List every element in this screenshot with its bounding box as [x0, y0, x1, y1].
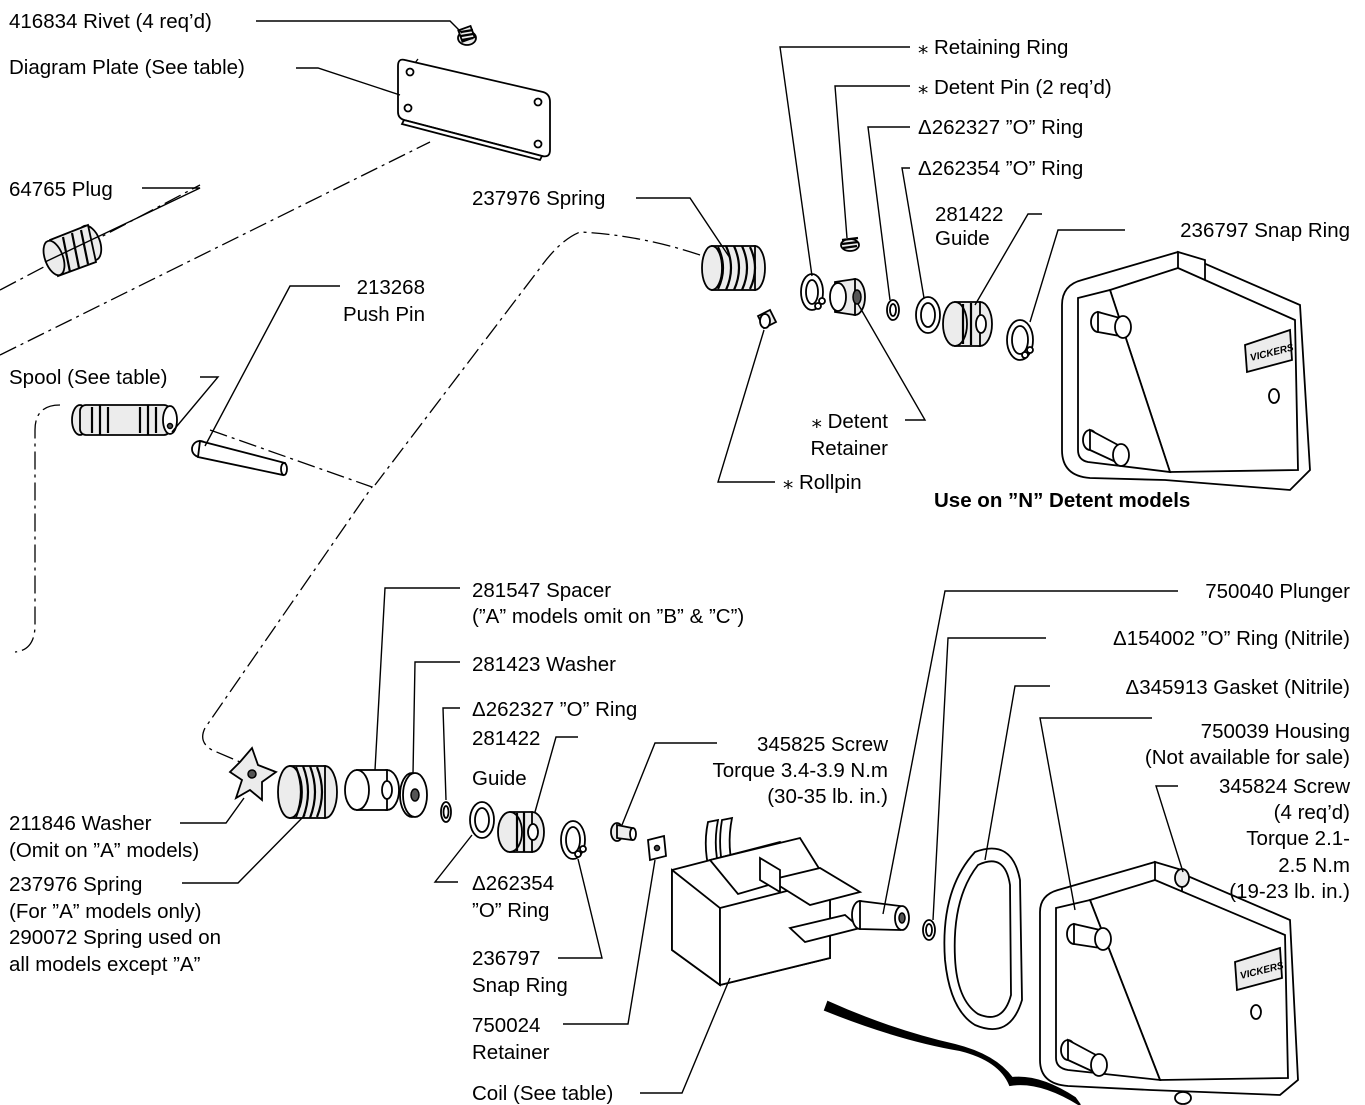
label-screw-345824-torque2: 2.5 N.m [1278, 854, 1350, 877]
snap-ring-top-part [1006, 319, 1034, 361]
gasket-part [943, 847, 1023, 1030]
label-spring-bottom-note2: 290072 Spring used on [9, 926, 221, 949]
label-plunger: 750040 Plunger [1205, 580, 1350, 603]
spring-top-part [701, 245, 766, 291]
washer-211846-part [228, 746, 278, 802]
label-screw-345824-qty: (4 req’d) [1274, 801, 1350, 824]
center-lines [0, 58, 701, 763]
labels: 416834 Rivet (4 req’d) Diagram Plate (Se… [9, 10, 1350, 1105]
label-o-ring-262327-top: Δ262327 ”O” Ring [918, 116, 1083, 139]
label-rivet: 416834 Rivet (4 req’d) [9, 10, 212, 33]
label-push-pin: Push Pin [343, 303, 425, 326]
label-guide-bottom: Guide [472, 767, 527, 790]
label-washer-211846: 211846 Washer [9, 812, 152, 835]
label-screw-345825-torque-lb: (30-35 lb. in.) [767, 785, 888, 808]
detent-pin-part [840, 236, 860, 252]
label-spring-bottom: 237976 Spring [9, 873, 142, 896]
label-screw-345824-torque1: Torque 2.1- [1246, 827, 1350, 850]
break-line [823, 1000, 1081, 1105]
o-ring-262327-top-part [886, 299, 900, 321]
label-washer-281423: 281423 Washer [472, 653, 616, 676]
snap-ring-bottom-part [560, 820, 587, 860]
coil-part [671, 816, 863, 987]
leader-lines [44, 20, 1184, 1094]
plunger-part [851, 899, 910, 931]
label-guide-top-number: 281422 [935, 203, 1003, 226]
retainer-750024-part [647, 834, 667, 862]
label-spring-bottom-note3: all models except ”A” [9, 953, 201, 976]
diagram-plate-part [397, 58, 551, 162]
rivet-part [457, 24, 477, 46]
label-housing: 750039 Housing [1201, 720, 1350, 743]
label-snap-ring-bottom-number: 236797 [472, 947, 540, 970]
label-retainer-number: 750024 [472, 1014, 540, 1037]
label-detent-retainer-line1: ⁎ Detent [812, 410, 889, 433]
label-o-ring-154002: Δ154002 ”O” Ring (Nitrile) [1113, 627, 1350, 650]
label-o-ring-262327-bottom: Δ262327 ”O” Ring [472, 698, 637, 721]
label-snap-ring-top: 236797 Snap Ring [1180, 219, 1350, 242]
label-diagram-plate: Diagram Plate (See table) [9, 56, 245, 79]
label-guide-bottom-number: 281422 [472, 727, 540, 750]
label-spring-bottom-note1: (For ”A” models only) [9, 900, 202, 923]
label-screw-345824: 345824 Screw [1219, 775, 1350, 798]
label-rollpin: ⁎ Rollpin [783, 471, 862, 494]
label-o-ring-262354-bottom-number: Δ262354 [472, 872, 554, 895]
push-pin-part [191, 439, 288, 477]
label-screw-345824-torque3: (19-23 lb. in.) [1229, 880, 1350, 903]
label-gasket: Δ345913 Gasket (Nitrile) [1126, 676, 1350, 699]
label-retainer: Retainer [472, 1041, 550, 1064]
o-ring-262354-bottom-part [469, 801, 495, 839]
label-spacer: 281547 Spacer [472, 579, 611, 602]
label-push-pin-number: 213268 [357, 276, 425, 299]
solenoid-housing-part: VICKERS [1039, 860, 1299, 1105]
label-detent-retainer-line2: Retainer [811, 437, 889, 460]
label-guide-top: Guide [935, 227, 990, 250]
washer-281423-part [399, 772, 428, 818]
label-plug: 64765 Plug [9, 178, 113, 201]
retaining-ring-part [800, 273, 826, 311]
label-o-ring-262354-bottom: ”O” Ring [472, 899, 549, 922]
screw-345825-part [610, 822, 637, 842]
guide-bottom-part [497, 811, 545, 853]
label-screw-345825-torque: Torque 3.4-3.9 N.m [713, 759, 888, 782]
label-screw-345825: 345825 Screw [757, 733, 888, 756]
label-washer-211846-note: (Omit on ”A” models) [9, 839, 199, 862]
label-spring-top: 237976 Spring [472, 187, 605, 210]
label-coil: Coil (See table) [472, 1082, 613, 1105]
label-spacer-note: (”A” models omit on ”B” & ”C”) [472, 605, 744, 628]
guide-top-part [942, 301, 993, 347]
o-ring-154002-part [922, 919, 936, 941]
label-detent-pin: ⁎ Detent Pin (2 req’d) [918, 76, 1112, 99]
plug-part [42, 223, 103, 278]
label-housing-note: (Not available for sale) [1145, 746, 1350, 769]
detent-retainer-part [829, 277, 866, 317]
o-ring-262354-top-part [915, 296, 941, 334]
rollpin-part [756, 308, 778, 330]
label-retaining-ring: ⁎ Retaining Ring [918, 36, 1068, 59]
label-spool: Spool (See table) [9, 366, 167, 389]
spring-bottom-part [277, 765, 338, 819]
spacer-part [344, 769, 400, 811]
detent-housing-part: VICKERS [1061, 250, 1311, 491]
label-snap-ring-bottom: Snap Ring [472, 974, 568, 997]
label-o-ring-262354-top: Δ262354 ”O” Ring [918, 157, 1083, 180]
spool-part [71, 404, 178, 436]
label-n-detent-note: Use on ”N” Detent models [934, 489, 1190, 512]
o-ring-262327-bottom-part [440, 801, 452, 823]
